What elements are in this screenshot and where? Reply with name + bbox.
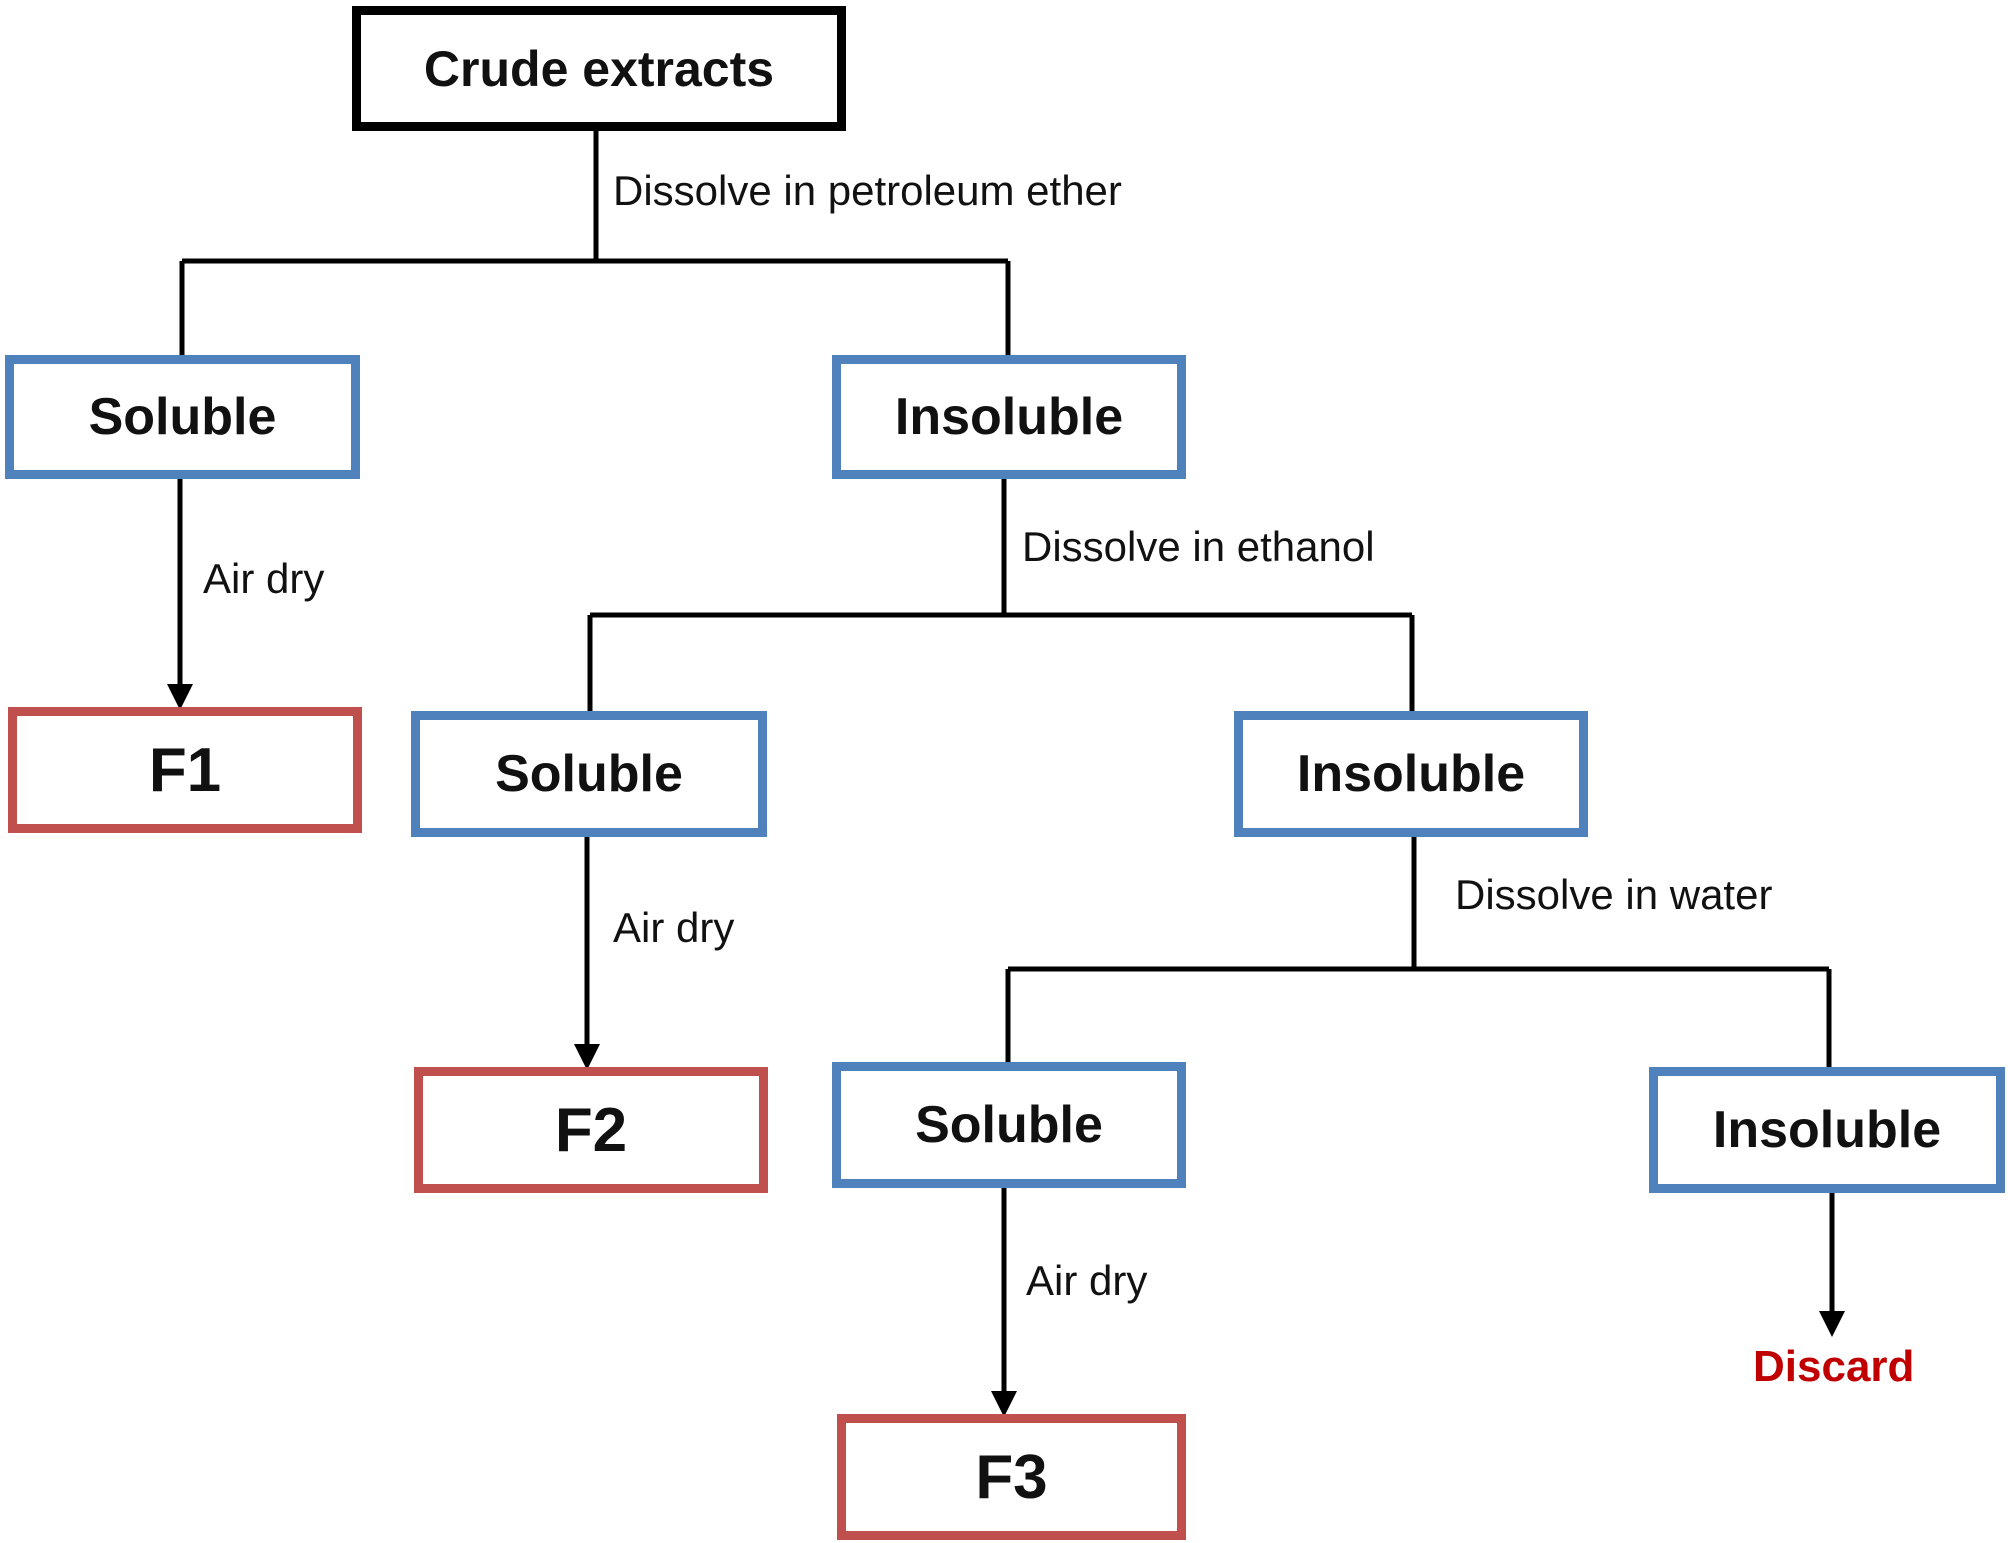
insoluble-label-3: Insoluble	[1712, 1101, 1942, 1159]
crude-extracts-box: Crude extracts	[352, 6, 846, 131]
fraction-f3-label: F3	[975, 1442, 1048, 1512]
step-air-dry-2-label: Air dry	[613, 904, 735, 951]
step-air-dry-1-label: Air dry	[203, 555, 325, 602]
arrowhead-f1	[167, 684, 193, 710]
step-ethanol-label: Dissolve in ethanol	[1022, 523, 1375, 570]
soluble-box-1: Soluble	[5, 355, 360, 479]
crude-extracts-label: Crude extracts	[423, 40, 775, 97]
insoluble-label-2: Insoluble	[1296, 745, 1526, 803]
step-petroleum-ether-label: Dissolve in petroleum ether	[613, 167, 1122, 214]
soluble-label-1: Soluble	[88, 388, 277, 446]
step-water-label: Dissolve in water	[1455, 871, 1773, 918]
fraction-f3-box: F3	[837, 1414, 1186, 1540]
fraction-f2-box: F2	[414, 1067, 768, 1193]
fraction-f1-label: F1	[148, 735, 222, 805]
insoluble-box-3: Insoluble	[1649, 1067, 2005, 1193]
fraction-f2-label: F2	[554, 1095, 628, 1165]
insoluble-box-2: Insoluble	[1234, 711, 1588, 837]
insoluble-box-1: Insoluble	[832, 355, 1186, 479]
arrowhead-discard	[1819, 1311, 1845, 1337]
insoluble-label-1: Insoluble	[894, 388, 1124, 446]
soluble-label-3: Soluble	[915, 1096, 1103, 1154]
fraction-f1-box: F1	[8, 707, 362, 833]
soluble-box-2: Soluble	[411, 711, 767, 837]
discard-label: Discard	[1753, 1342, 1915, 1391]
soluble-box-3: Soluble	[832, 1062, 1186, 1188]
step-air-dry-3-label: Air dry	[1026, 1257, 1148, 1304]
soluble-label-2: Soluble	[495, 745, 683, 803]
arrowhead-f3	[991, 1391, 1017, 1417]
arrowhead-f2	[574, 1044, 600, 1070]
